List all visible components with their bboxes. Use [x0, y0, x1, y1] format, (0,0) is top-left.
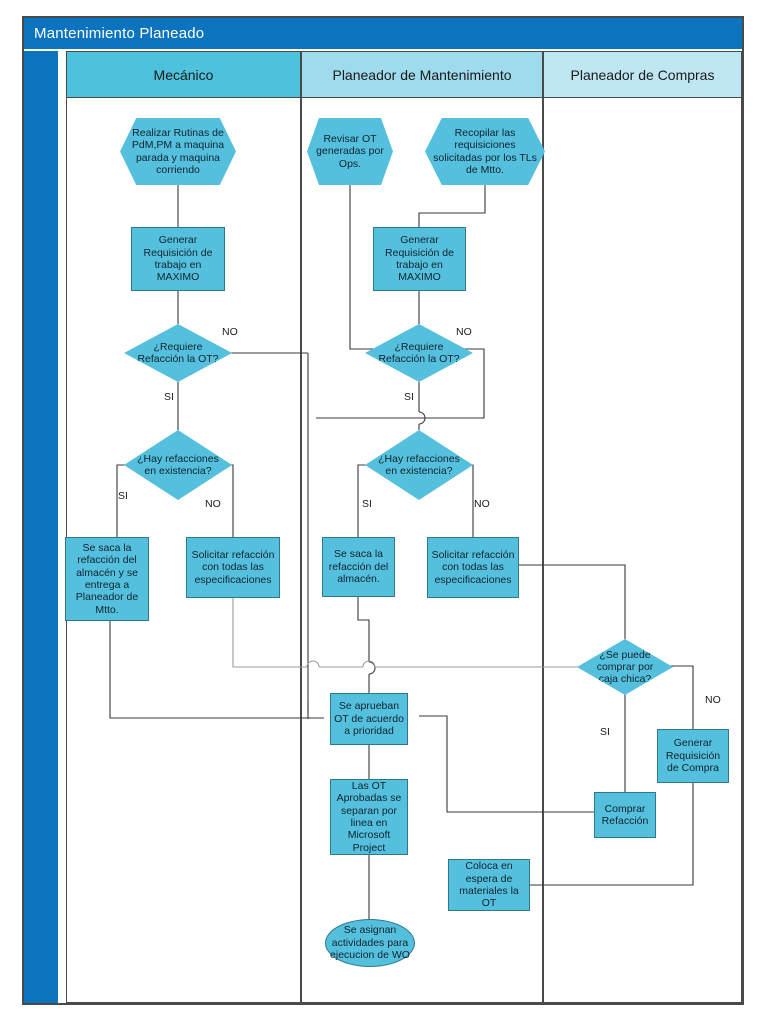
- node-label: Solicitar refacción con todas las especi…: [431, 548, 515, 586]
- node-se-saca-refaccion-entrega-planeador[interactable]: Se saca la refacción del almacén y se en…: [65, 537, 149, 621]
- node-label: Revisar OT generadas por Ops.: [316, 132, 384, 170]
- node-label: Coloca en espera de materiales la OT: [459, 860, 519, 910]
- node-label: Se saca la refacción del almacén y se en…: [75, 541, 139, 616]
- edge-label-si-3: SI: [404, 391, 414, 403]
- node-label: Se asignan actividades para ejecucion de…: [330, 924, 410, 962]
- edge-label-no-4: NO: [474, 498, 490, 510]
- node-revisar-ot-generadas[interactable]: Revisar OT generadas por Ops.: [307, 118, 393, 185]
- node-se-aprueban-ot[interactable]: Se aprueban OT de acuerdo a prioridad: [330, 693, 408, 745]
- lane-header-mecanico: Mecánico: [66, 51, 301, 98]
- node-generar-requisicion-trabajo-mecanico[interactable]: Generar Requisición de trabajo en MAXIMO: [131, 227, 225, 291]
- page-title: Mantenimiento Planeado: [34, 25, 205, 42]
- node-label: ¿Hay refacciones en existencia?: [378, 452, 460, 477]
- node-generar-requisicion-trabajo-planeador[interactable]: Generar Requisición de trabajo en MAXIMO: [373, 227, 466, 291]
- node-label: Generar Requisición de Compra: [665, 737, 721, 775]
- lane-header-label: Planeador de Compras: [570, 66, 715, 83]
- lane-header-label: Mecánico: [153, 66, 214, 83]
- left-color-band: [24, 51, 58, 1003]
- node-label: Recopilar las requisiciones solicitadas …: [433, 126, 537, 176]
- edge-label-si-5: SI: [600, 726, 610, 738]
- node-label: Generar Requisición de trabajo en MAXIMO: [385, 234, 454, 284]
- node-label: Generar Requisición de trabajo en MAXIMO: [143, 234, 213, 284]
- edge-label-si-2: SI: [118, 490, 128, 502]
- edge-label-no-1: NO: [222, 326, 238, 338]
- lane-header-label: Planeador de Mantenimiento: [332, 66, 512, 83]
- node-ot-aprobadas-microsoft-project[interactable]: Las OT Aprobadas se separan por linea en…: [330, 779, 408, 855]
- node-label: ¿Se puede comprar por caja chica?: [596, 648, 654, 686]
- node-requiere-refaccion-ot-mecanico[interactable]: ¿Requiere Refacción la OT?: [124, 324, 232, 382]
- node-label: ¿Requiere Refacción la OT?: [378, 340, 460, 365]
- node-comprar-refaccion[interactable]: Comprar Refacción: [594, 792, 656, 838]
- node-solicitar-refaccion-planeador[interactable]: Solicitar refacción con todas las especi…: [427, 537, 519, 598]
- node-se-asignan-actividades[interactable]: Se asignan actividades para ejecucion de…: [325, 919, 415, 967]
- node-label: Solicitar refacción con todas las especi…: [191, 548, 275, 586]
- edge-label-no-3: NO: [456, 326, 472, 338]
- node-coloca-espera-materiales[interactable]: Coloca en espera de materiales la OT: [448, 859, 530, 911]
- node-realizar-rutinas[interactable]: Realizar Rutinas de PdM,PM a maquina par…: [120, 118, 236, 185]
- node-label: ¿Requiere Refacción la OT?: [137, 340, 219, 365]
- edge-label-no-5: NO: [705, 694, 721, 706]
- node-recopilar-requisiciones[interactable]: Recopilar las requisiciones solicitadas …: [425, 118, 545, 185]
- lane-header-planeador-mantenimiento: Planeador de Mantenimiento: [301, 51, 543, 98]
- node-label: Realizar Rutinas de PdM,PM a maquina par…: [131, 126, 225, 176]
- node-label: Se aprueban OT de acuerdo a prioridad: [334, 700, 404, 738]
- lane-header-planeador-compras: Planeador de Compras: [543, 51, 742, 98]
- lane-body-planeador-compras: [543, 98, 742, 1003]
- node-hay-refacciones-existencia-planeador[interactable]: ¿Hay refacciones en existencia?: [365, 430, 473, 500]
- diagram-title-bar: Mantenimiento Planeado: [24, 18, 742, 49]
- node-label: ¿Hay refacciones en existencia?: [137, 452, 219, 477]
- node-requiere-refaccion-ot-planeador[interactable]: ¿Requiere Refacción la OT?: [365, 324, 473, 382]
- node-generar-requisicion-compra[interactable]: Generar Requisición de Compra: [657, 729, 729, 783]
- node-se-puede-comprar-caja-chica[interactable]: ¿Se puede comprar por caja chica?: [577, 639, 673, 695]
- node-label: Comprar Refacción: [601, 802, 649, 827]
- node-hay-refacciones-existencia-mecanico[interactable]: ¿Hay refacciones en existencia?: [124, 430, 232, 500]
- node-label: Se saca la refacción del almacén.: [328, 548, 389, 586]
- edge-label-si-1: SI: [164, 391, 174, 403]
- edge-label-no-2: NO: [205, 498, 221, 510]
- edge-label-si-4: SI: [362, 498, 372, 510]
- node-solicitar-refaccion-mecanico[interactable]: Solicitar refacción con todas las especi…: [186, 537, 280, 598]
- node-se-saca-refaccion-almacen[interactable]: Se saca la refacción del almacén.: [322, 537, 395, 597]
- node-label: Las OT Aprobadas se separan por linea en…: [336, 779, 402, 854]
